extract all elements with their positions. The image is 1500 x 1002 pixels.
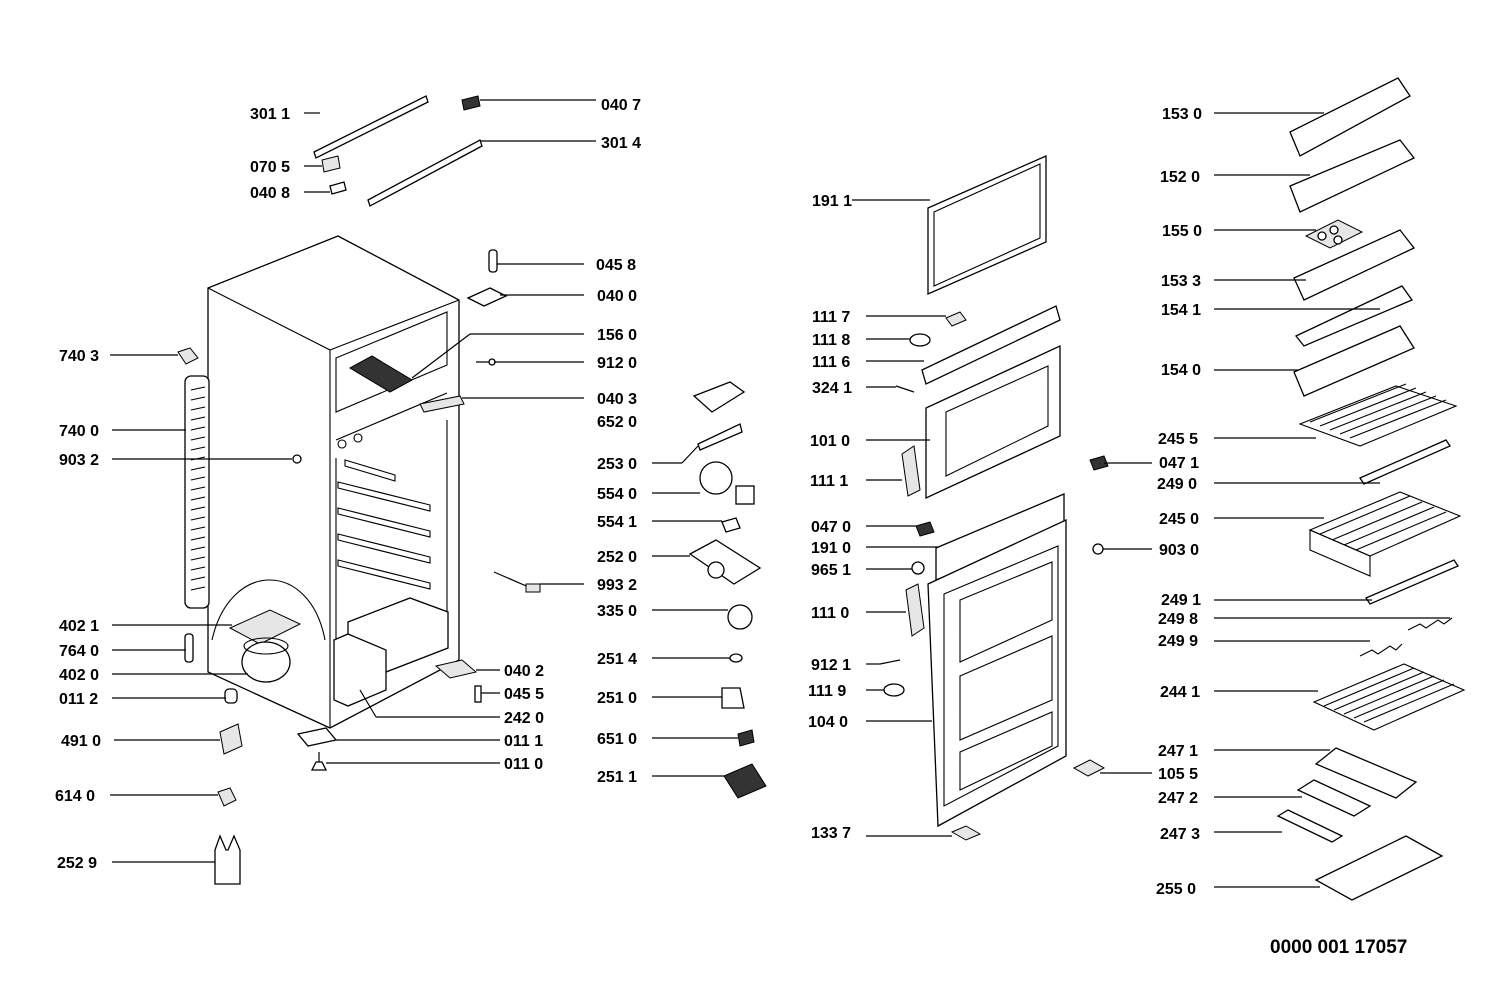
label-740-0: 740 0 (59, 423, 99, 440)
cabinet-drawing (207, 235, 460, 729)
label-153-0: 153 0 (1162, 106, 1202, 123)
label-111-9: 111 9 (808, 683, 846, 700)
label-249-1: 249 1 (1161, 592, 1201, 609)
door-drawings (879, 155, 1109, 841)
label-040-3: 040 3 (597, 391, 637, 408)
label-903-2: 903 2 (59, 452, 99, 469)
label-154-1: 154 1 (1161, 302, 1201, 319)
label-652-0: 652 0 (597, 414, 637, 431)
label-554-1: 554 1 (597, 514, 637, 531)
label-740-3: 740 3 (59, 348, 99, 365)
label-111-8: 111 8 (812, 332, 850, 349)
label-040-7: 040 7 (601, 97, 641, 114)
label-040-8: 040 8 (250, 185, 290, 202)
label-249-8: 249 8 (1158, 611, 1198, 628)
label-402-1: 402 1 (59, 618, 99, 635)
label-011-0: 011 0 (504, 756, 543, 773)
label-253-0: 253 0 (597, 456, 637, 473)
label-244-1: 244 1 (1160, 684, 1200, 701)
label-156-0: 156 0 (597, 327, 637, 344)
document-number: 0000 001 17057 (1270, 937, 1407, 958)
label-301-1: 301 1 (250, 106, 290, 123)
label-245-5: 245 5 (1158, 431, 1198, 448)
label-242-0: 242 0 (504, 710, 544, 727)
label-154-0: 154 0 (1161, 362, 1201, 379)
label-247-2: 247 2 (1158, 790, 1198, 807)
label-045-8: 045 8 (596, 257, 636, 274)
label-764-0: 764 0 (59, 643, 99, 660)
label-105-5: 105 5 (1158, 766, 1198, 783)
label-133-7: 133 7 (811, 825, 851, 842)
label-335-0: 335 0 (597, 603, 637, 620)
label-402-0: 402 0 (59, 667, 99, 684)
part-drawings-left (177, 95, 767, 885)
label-965-1: 965 1 (811, 562, 851, 579)
label-104-0: 104 0 (808, 714, 848, 731)
label-251-1: 251 1 (597, 769, 637, 786)
label-554-0: 554 0 (597, 486, 637, 503)
label-252-0: 252 0 (597, 549, 637, 566)
label-111-1: 111 1 (810, 473, 848, 490)
label-651-0: 651 0 (597, 731, 637, 748)
label-011-1: 011 1 (504, 733, 543, 750)
label-252-9: 252 9 (57, 855, 97, 872)
label-011-2: 011 2 (59, 691, 98, 708)
label-191-1: 191 1 (812, 193, 852, 210)
condenser-drawing (184, 375, 210, 609)
label-912-1: 912 1 (811, 657, 851, 674)
label-040-2: 040 2 (504, 663, 544, 680)
label-903-0: 903 0 (1159, 542, 1199, 559)
label-912-0: 912 0 (597, 355, 637, 372)
part-labels: 301 1 040 7 301 4 070 5 040 8 045 8 040 … (55, 97, 1407, 958)
label-191-0: 191 0 (811, 540, 851, 557)
label-153-3: 153 3 (1161, 273, 1201, 290)
accessory-drawings (1276, 77, 1466, 901)
label-993-2: 993 2 (597, 577, 637, 594)
label-155-0: 155 0 (1162, 223, 1202, 240)
label-047-1: 047 1 (1159, 455, 1199, 472)
label-301-4: 301 4 (601, 135, 641, 152)
label-614-0: 614 0 (55, 788, 95, 805)
label-101-0: 101 0 (810, 433, 850, 450)
label-152-0: 152 0 (1160, 169, 1200, 186)
leader-lines (110, 99, 1450, 888)
label-251-4: 251 4 (597, 651, 637, 668)
label-111-6: 111 6 (812, 354, 850, 371)
label-247-1: 247 1 (1158, 743, 1198, 760)
label-251-0: 251 0 (597, 690, 637, 707)
label-249-9: 249 9 (1158, 633, 1198, 650)
label-247-3: 247 3 (1160, 826, 1200, 843)
label-040-0: 040 0 (597, 288, 637, 305)
label-491-0: 491 0 (61, 733, 101, 750)
label-245-0: 245 0 (1159, 511, 1199, 528)
label-111-0: 111 0 (811, 605, 849, 622)
label-111-7: 111 7 (812, 309, 850, 326)
label-070-5: 070 5 (250, 159, 290, 176)
label-047-0: 047 0 (811, 519, 851, 536)
label-324-1: 324 1 (812, 380, 852, 397)
label-249-0: 249 0 (1157, 476, 1197, 493)
label-255-0: 255 0 (1156, 881, 1196, 898)
label-045-5: 045 5 (504, 686, 544, 703)
